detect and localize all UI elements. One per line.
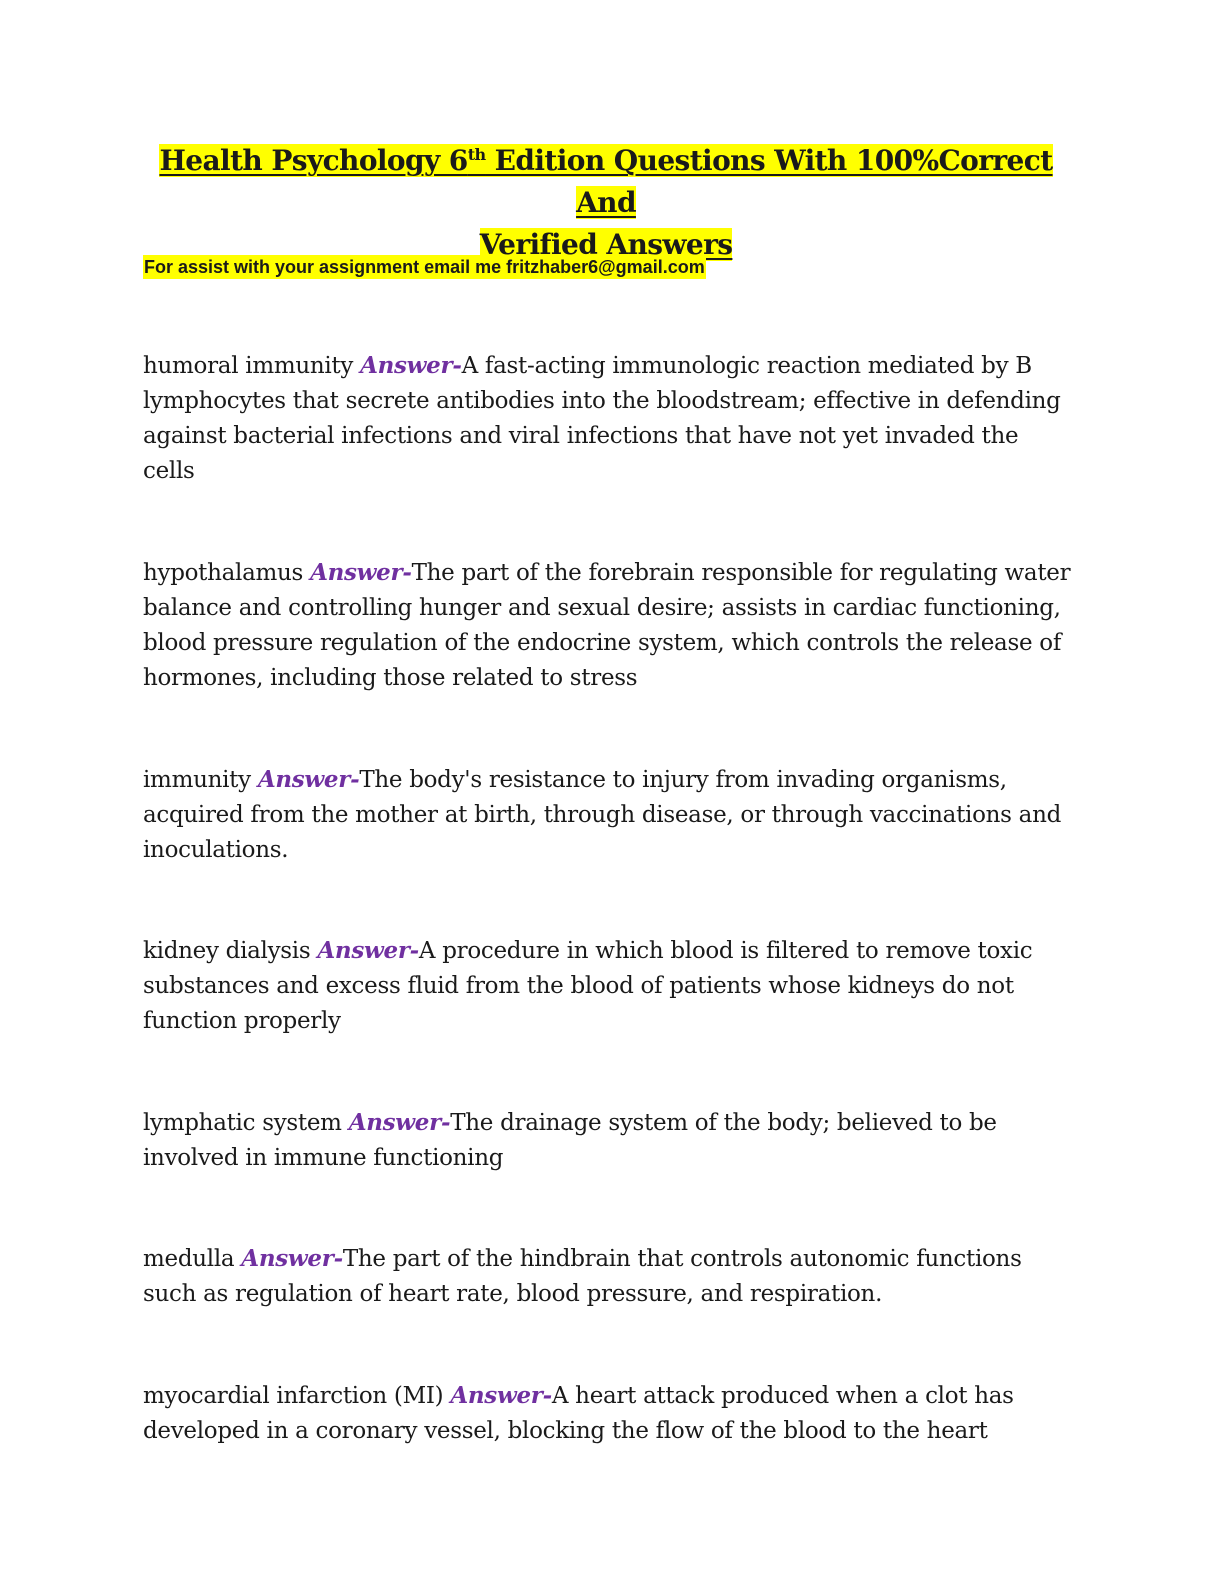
entry-definition: A procedure in which blood is filtered t… — [143, 938, 1033, 1034]
entry-term: hypothalamus — [143, 560, 311, 586]
answer-label: Answer- — [360, 352, 462, 379]
entry-definition: The drainage system of the body; believe… — [143, 1110, 997, 1171]
entry-myocardial-infarction: myocardial infarction (MI) Answer-A hear… — [143, 1378, 1073, 1449]
answer-label: Answer- — [317, 937, 419, 964]
entry-term: lymphatic system — [143, 1110, 349, 1136]
title-line-1: Health Psychology 6th Edition Questions … — [159, 144, 1053, 219]
answer-label: Answer- — [241, 1245, 343, 1272]
entry-term: medulla — [143, 1246, 242, 1272]
entry-term: myocardial infarction (MI) — [143, 1383, 451, 1409]
answer-label: Answer- — [450, 1382, 552, 1409]
answer-label: Answer- — [257, 766, 360, 793]
answer-label: Answer- — [310, 559, 412, 586]
contact-line: For assist with your assignment email me… — [143, 255, 706, 279]
entry-term: immunity — [143, 767, 258, 793]
entry-definition: The part of the hindbrain that controls … — [143, 1246, 1022, 1307]
answer-label: Answer- — [348, 1109, 451, 1136]
entry-term: humoral immunity — [143, 353, 361, 379]
entry-immunity: immunity Answer-The body's resistance to… — [143, 762, 1073, 868]
entry-medulla: medulla Answer-The part of the hindbrain… — [143, 1241, 1073, 1312]
entry-humoral-immunity: humoral immunity Answer-A fast-acting im… — [143, 348, 1073, 489]
entry-hypothalamus: hypothalamus Answer-The part of the fore… — [143, 555, 1073, 696]
entry-definition: A heart attack produced when a clot has … — [143, 1383, 1014, 1444]
entry-lymphatic-system: lymphatic system Answer-The drainage sys… — [143, 1105, 1073, 1176]
document-title: Health Psychology 6th Edition Questions … — [143, 140, 1069, 266]
entry-definition: The body's resistance to injury from inv… — [143, 767, 1062, 863]
entry-term: kidney dialysis — [143, 938, 318, 964]
entry-definition: A fast-acting immunologic reaction media… — [143, 353, 1061, 484]
entry-kidney-dialysis: kidney dialysis Answer-A procedure in wh… — [143, 933, 1073, 1039]
entry-definition: The part of the forebrain responsible fo… — [143, 560, 1071, 691]
